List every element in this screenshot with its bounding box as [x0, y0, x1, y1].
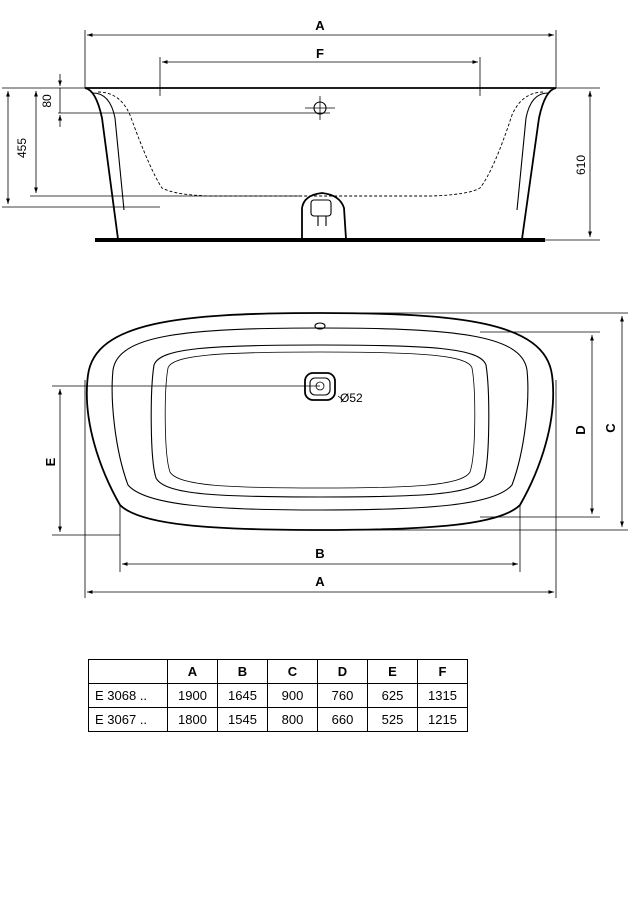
table-header-c: C	[267, 659, 318, 684]
table-cell: 760	[317, 683, 368, 708]
dim-80-label: 80	[40, 94, 54, 108]
table-cell-model: E 3067 ..	[88, 707, 168, 732]
table-cell: 1900	[167, 683, 218, 708]
table-header-row: A B C D E F	[88, 659, 468, 684]
top-overflow-hole	[314, 322, 326, 330]
table-cell: 1800	[167, 707, 218, 732]
table-cell: 1215	[417, 707, 468, 732]
table-header-f: F	[417, 659, 468, 684]
dim-d-label: D	[573, 425, 588, 434]
dim-b-label: B	[315, 546, 324, 561]
table-cell: 800	[267, 707, 318, 732]
top-basin	[150, 344, 490, 498]
top-view: Ø52 D C E B A	[43, 312, 628, 598]
table-cell: 525	[367, 707, 418, 732]
table-cell: 1315	[417, 683, 468, 708]
table-cell-model: E 3068 ..	[88, 683, 168, 708]
top-inner-rim	[111, 327, 529, 511]
table-header-b: B	[217, 659, 268, 684]
side-dim-a-label: A	[315, 18, 325, 33]
drain-fitting	[301, 192, 347, 240]
table-cell: 1645	[217, 683, 268, 708]
dim-455-label: 455	[15, 138, 29, 158]
side-hidden-basin	[97, 91, 545, 197]
side-dim-f-label: F	[316, 46, 324, 61]
dimensions-table: A B C D E F E 3068 .. 1900 1645 900 760 …	[88, 659, 468, 732]
table-cell: 660	[317, 707, 368, 732]
table-header-e: E	[367, 659, 418, 684]
table-cell: 900	[267, 683, 318, 708]
table-header-model	[88, 659, 168, 684]
dim-c-label: C	[603, 423, 618, 433]
dim-a-label: A	[315, 574, 325, 589]
side-shell-right	[521, 87, 557, 240]
table-cell: 625	[367, 683, 418, 708]
drain-diameter-label: Ø52	[340, 391, 363, 405]
drain-icon	[304, 372, 336, 401]
table-cell: 1545	[217, 707, 268, 732]
side-shell-left	[84, 87, 119, 240]
table-header-d: D	[317, 659, 368, 684]
table-row: E 3067 .. 1800 1545 800 660 525 1215	[88, 707, 468, 732]
dim-610-label: 610	[574, 155, 588, 175]
dim-e-label: E	[43, 457, 58, 466]
floor-line	[95, 238, 545, 242]
side-view: A F 455 80	[2, 18, 600, 242]
table-row: E 3068 .. 1900 1645 900 760 625 1315	[88, 683, 468, 708]
table-header-a: A	[167, 659, 218, 684]
